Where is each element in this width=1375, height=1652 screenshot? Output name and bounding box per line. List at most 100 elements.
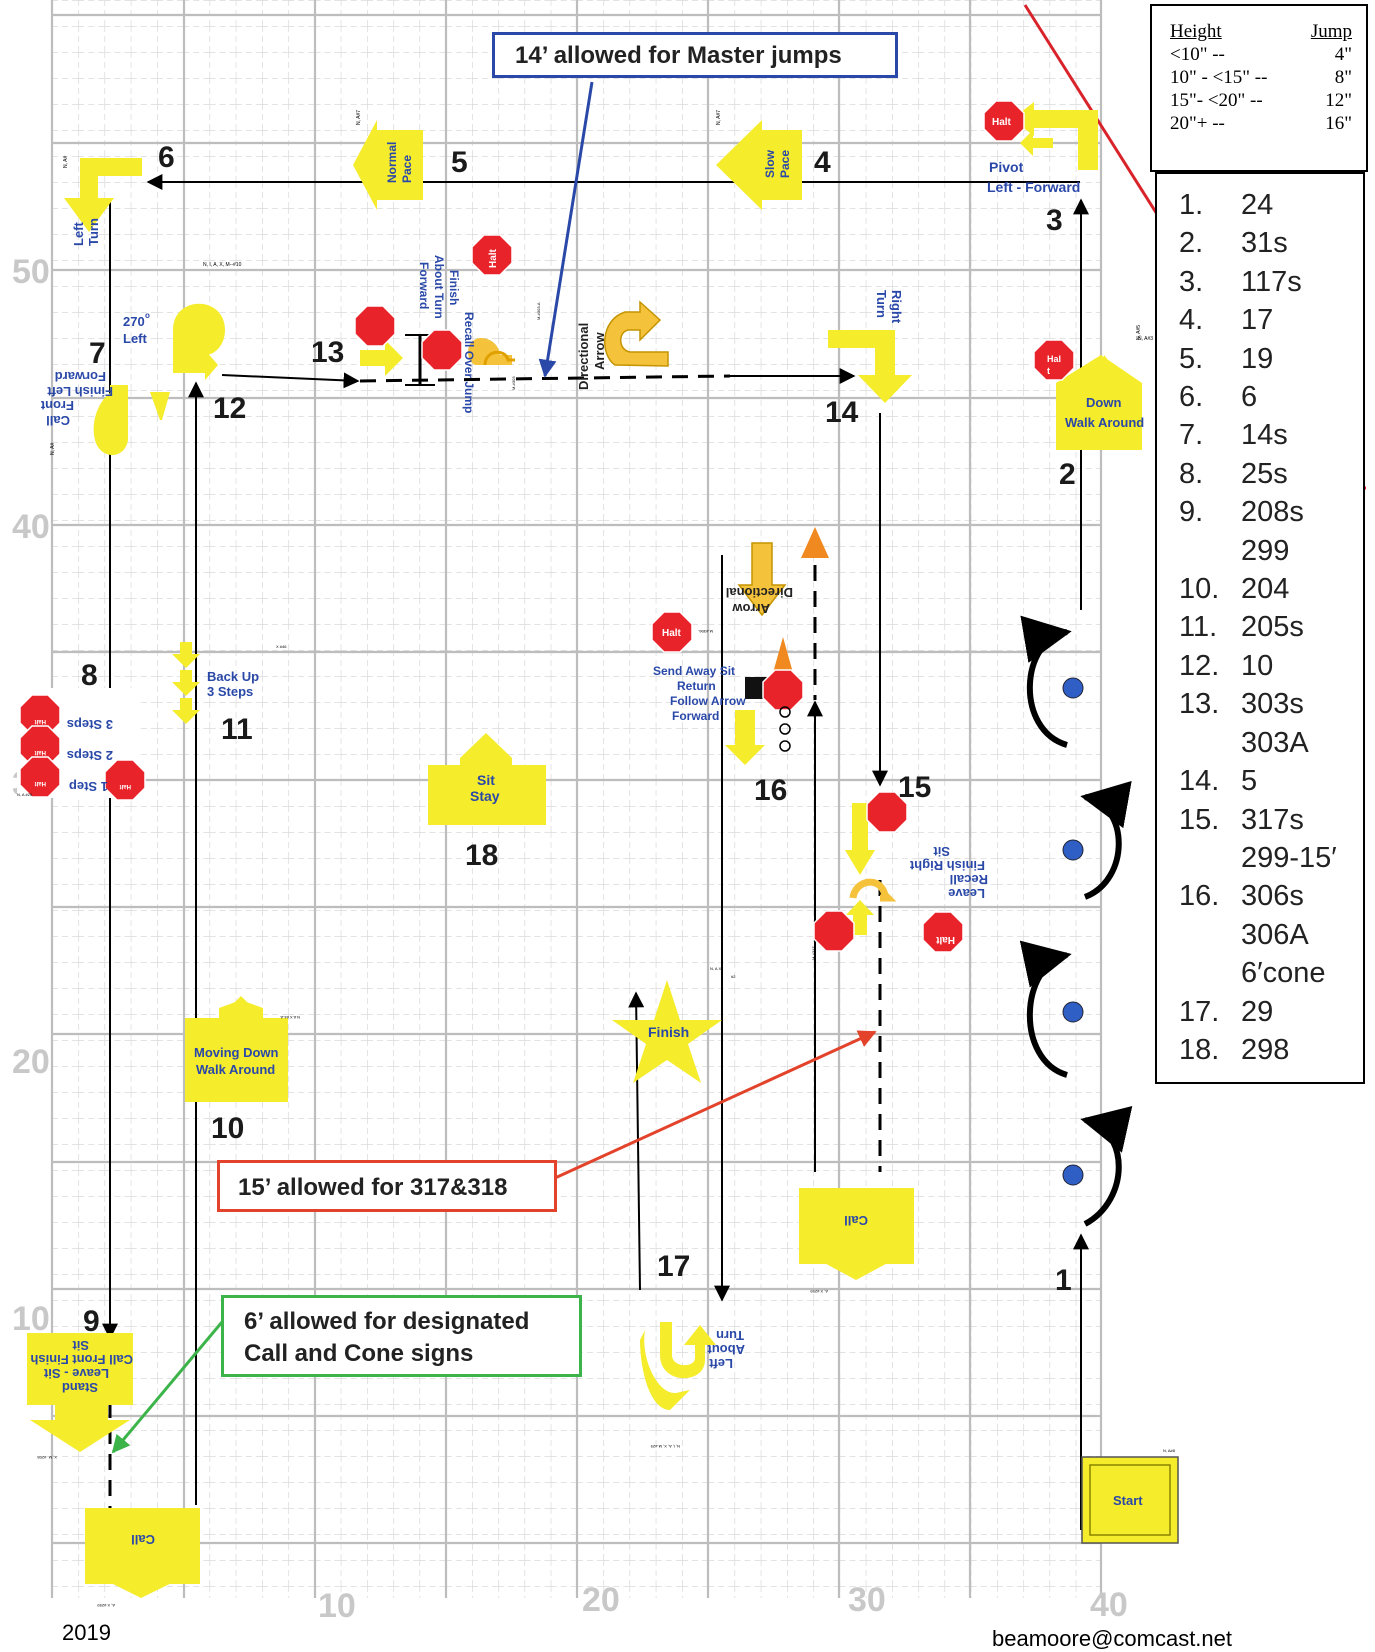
sign-call-left: Call A, X #299 bbox=[85, 1508, 200, 1608]
height-cell: 20"+ -- bbox=[1170, 113, 1225, 134]
station-number: 12 bbox=[213, 392, 246, 425]
sign-list-item: 4.17 bbox=[1179, 301, 1363, 339]
svg-text:N, A#8: N, A#8 bbox=[1163, 1448, 1176, 1453]
svg-text:Back Up: Back Up bbox=[207, 669, 259, 684]
call-cone-callout-arrow bbox=[111, 1321, 224, 1454]
sign-list-item: 299-15′ bbox=[1179, 839, 1363, 877]
sign-list-number: 11. bbox=[1179, 611, 1218, 644]
station-number: 18 bbox=[465, 839, 498, 872]
svg-text:Finish Right: Finish Right bbox=[909, 858, 985, 873]
sign-steps: Halt Halt Halt Halt 3 Steps 2 Steps 1 St… bbox=[17, 688, 146, 801]
svg-text:#2: #2 bbox=[731, 974, 736, 979]
cone-weaves bbox=[1019, 615, 1133, 1227]
sign-list-value: 205s bbox=[1241, 611, 1304, 644]
sign-list-value: 299-15′ bbox=[1241, 841, 1337, 874]
sign-list-value: 29 bbox=[1241, 995, 1274, 1028]
svg-text:N, A#: N, A# bbox=[50, 443, 56, 455]
svg-text:Halt: Halt bbox=[120, 783, 131, 789]
svg-text:Return: Return bbox=[677, 679, 716, 693]
svg-text:2 Steps: 2 Steps bbox=[67, 748, 113, 763]
sign-stand-leave: Stand Leave - Sit Call Front Finish Sit … bbox=[27, 1333, 133, 1460]
y-axis-label: 40 bbox=[12, 508, 50, 546]
sign-list-value: 303s bbox=[1241, 688, 1304, 721]
svg-text:Halt: Halt bbox=[935, 934, 955, 945]
svg-text:About: About bbox=[707, 1342, 745, 1357]
axis-labels: 50 40 30 20 10 10 20 30 40 bbox=[12, 253, 1128, 1625]
svg-text:N, I, A, X, M--#10: N, I, A, X, M--#10 bbox=[203, 262, 242, 268]
master-jump-callout: 14’ allowed for Master jumps bbox=[492, 32, 898, 78]
svg-text:Left: Left bbox=[709, 1356, 734, 1371]
svg-text:Halt: Halt bbox=[662, 628, 682, 639]
jump-height-table: Height Jump <10" -- 4" 10" - <15" -- 8" … bbox=[1150, 4, 1368, 172]
sign-list-value: 317s bbox=[1241, 803, 1304, 836]
svg-text:Left - Forward: Left - Forward bbox=[987, 179, 1080, 195]
sign-list-item: 14.5 bbox=[1179, 762, 1363, 800]
x-axis-label: 10 bbox=[318, 1587, 356, 1625]
svg-text:Call: Call bbox=[844, 1213, 868, 1228]
sign-list-value: 17 bbox=[1241, 304, 1274, 337]
svg-text:Start: Start bbox=[1113, 1493, 1143, 1508]
jump-height-row: 15"- <20" -- 12" bbox=[1170, 89, 1352, 112]
height-cell: 15"- <20" -- bbox=[1170, 90, 1263, 111]
svg-text:N, A#7: N, A#7 bbox=[716, 110, 722, 125]
jump-height-header: Height Jump bbox=[1170, 20, 1352, 43]
svg-text:Stand: Stand bbox=[62, 1380, 98, 1395]
sign-list-number: 18. bbox=[1179, 1033, 1220, 1066]
jump-height-row: <10" -- 4" bbox=[1170, 43, 1352, 66]
sign-list-value: 303A bbox=[1241, 726, 1309, 759]
svg-text:Front: Front bbox=[40, 398, 74, 413]
svg-text:N, A#7: N, A#7 bbox=[356, 110, 362, 125]
svg-text:Call: Call bbox=[46, 413, 70, 428]
svg-text:Send Away Sit: Send Away Sit bbox=[653, 664, 735, 678]
station-number: 9 bbox=[83, 1305, 100, 1338]
start-sign: Start N, A#8 bbox=[1081, 1448, 1179, 1544]
svg-text:Turn: Turn bbox=[86, 218, 101, 246]
station-number: 4 bbox=[814, 146, 831, 179]
station-number: 1 bbox=[1055, 1264, 1072, 1297]
sign-list-number: 14. bbox=[1179, 765, 1220, 798]
sign-list-value: 306A bbox=[1241, 918, 1309, 951]
sign-list-item: 2.31s bbox=[1179, 224, 1363, 262]
sign-pivot-left: Halt Pivot Left - Forward bbox=[983, 100, 1098, 195]
sign-list-item: 6′cone bbox=[1179, 954, 1363, 992]
svg-text:Hal: Hal bbox=[1047, 354, 1061, 364]
svg-text:Finish Left: Finish Left bbox=[47, 384, 113, 399]
rule-317-text: 15’ allowed for 317&318 bbox=[238, 1174, 508, 1201]
sign-list-item: 12.10 bbox=[1179, 647, 1363, 685]
svg-text:Moving Down: Moving Down bbox=[194, 1045, 279, 1060]
sign-list-item: 303A bbox=[1179, 724, 1363, 762]
svg-text:A, X #299: A, X #299 bbox=[810, 1289, 828, 1294]
call-cone-text-2: Call and Cone signs bbox=[244, 1340, 474, 1367]
height-cell: 10" - <15" -- bbox=[1170, 67, 1268, 88]
sign-list-value: 117s bbox=[1241, 265, 1302, 298]
svg-text:Leave - Sit: Leave - Sit bbox=[43, 1366, 109, 1381]
y-axis-label: 20 bbox=[12, 1043, 50, 1081]
svg-text:About Turn: About Turn bbox=[432, 255, 446, 319]
svg-text:3 Steps: 3 Steps bbox=[67, 717, 113, 732]
sign-list-number: 17. bbox=[1179, 995, 1220, 1028]
sign-list-number: 5. bbox=[1179, 342, 1204, 375]
svg-text:N, A #25: N, A #25 bbox=[17, 792, 33, 797]
sign-list-item: 5.19 bbox=[1179, 340, 1363, 378]
call-cone-callout: 6’ allowed for designated Call and Cone … bbox=[221, 1295, 582, 1377]
sign-about-turn-left: About Turn Left N, I, A, X, M-#29 bbox=[640, 1322, 745, 1449]
svg-text:3 Steps: 3 Steps bbox=[207, 684, 253, 699]
sign-list-item: 1.24 bbox=[1179, 186, 1363, 224]
svg-text:N, A#5: N, A#5 bbox=[1136, 325, 1142, 340]
sign-list-item: 18. 298 bbox=[1179, 1031, 1363, 1069]
svg-text:Forward: Forward bbox=[417, 262, 431, 309]
station-number: 11 bbox=[221, 713, 253, 746]
height-cell: <10" -- bbox=[1170, 44, 1225, 65]
sign-list-value: 208s bbox=[1241, 496, 1304, 529]
station-number: 6 bbox=[158, 141, 175, 174]
svg-text:Forward: Forward bbox=[55, 369, 106, 384]
sign-list-item: 10.204 bbox=[1179, 570, 1363, 608]
svg-text:Halt: Halt bbox=[35, 718, 46, 724]
sign-list-number: 6. bbox=[1179, 381, 1204, 414]
svg-text:M-#306-: M-#306- bbox=[697, 629, 713, 634]
sign-list-value: 298 bbox=[1241, 1033, 1290, 1066]
x-axis-label: 30 bbox=[848, 1581, 886, 1619]
svg-text:Right: Right bbox=[889, 290, 904, 324]
sign-list-value: 10 bbox=[1241, 649, 1274, 682]
